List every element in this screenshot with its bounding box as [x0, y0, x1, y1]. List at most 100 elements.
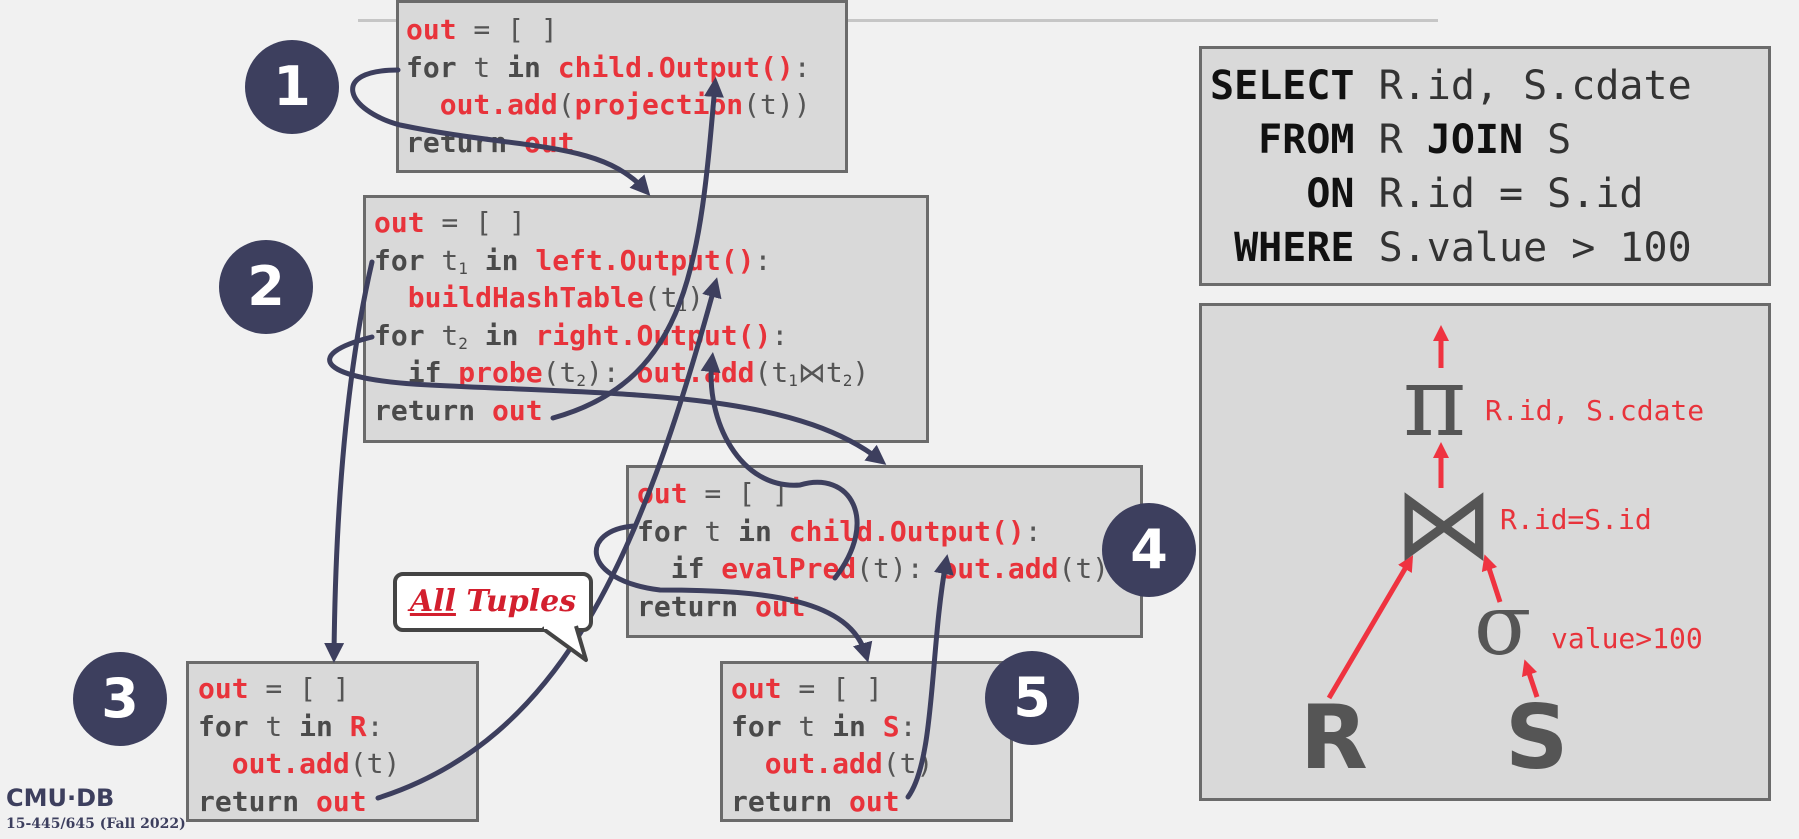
code-token: (t)	[349, 747, 401, 780]
scan-s-operator-box: out = [ ] for t in S: out.add(t) return …	[720, 661, 1013, 822]
sql-keyword-from: FROM	[1210, 117, 1355, 163]
code-token: 2	[458, 333, 468, 353]
join-operator-box: out = [ ] for t1 in left.Output(): build…	[363, 195, 929, 443]
code-token: )	[852, 356, 870, 389]
scan-s-operator-code: out = [ ] for t in S: out.add(t) return …	[731, 670, 933, 820]
code-token: t	[456, 50, 508, 84]
sql-join-condition: R.id = S.id	[1354, 171, 1644, 217]
code-token: in	[484, 318, 519, 352]
code-token: = [ ]	[781, 672, 883, 705]
filter-operator-box: out = [ ] for t in child.Output(): if ev…	[626, 465, 1143, 638]
plan-arrow-s-to-selection	[1521, 659, 1540, 698]
code-token: for	[374, 318, 425, 352]
sql-select-list: R.id, S.cdate	[1354, 63, 1692, 109]
code-token: return	[637, 589, 739, 623]
call-arrow-2-to-4	[327, 334, 887, 465]
code-token: ⋈t	[797, 356, 843, 389]
query-plan-box	[1199, 303, 1771, 801]
code-token: :	[754, 243, 772, 277]
code-token: for	[198, 709, 249, 743]
code-token: probe	[458, 356, 543, 389]
code-token: in	[507, 50, 541, 84]
code-token: child.Output()	[788, 514, 1025, 548]
projection-label: R.id, S.cdate	[1485, 394, 1705, 427]
code-token: child.Output()	[557, 50, 794, 84]
code-token: t	[248, 709, 300, 743]
code-token: left.Output()	[535, 243, 755, 277]
projection-operator-box: out = [ ] for t in child.Output(): out.a…	[396, 0, 848, 173]
code-token: in	[832, 709, 866, 743]
projection-symbol: π	[1403, 346, 1467, 458]
code-token: out	[316, 784, 367, 818]
sql-keyword-join: JOIN	[1426, 117, 1524, 163]
step-number-2: 2	[219, 240, 313, 334]
code-token: right.Output()	[535, 318, 772, 352]
code-token: for	[374, 243, 425, 277]
code-token: R	[349, 709, 367, 743]
code-token: = [ ]	[248, 672, 350, 705]
code-token: out	[492, 393, 543, 427]
selection-symbol: σ	[1474, 576, 1532, 674]
code-token: out	[731, 672, 782, 705]
code-token: buildHashTable	[407, 281, 644, 314]
code-token: for	[637, 514, 688, 548]
all-tuples-callout: All Tuples	[393, 572, 593, 632]
step-number-3: 3	[73, 652, 167, 746]
call-arrow-1-to-2	[350, 67, 651, 196]
code-token: for	[731, 709, 782, 743]
code-token: out.add	[231, 747, 350, 780]
plan-arrow-selection-to-join	[1481, 554, 1503, 603]
code-token: out.add	[764, 747, 883, 780]
cmu-db-logo: CMU·DB	[6, 784, 115, 812]
step-number-4: 4	[1102, 503, 1196, 597]
sql-where-condition: S.value > 100	[1354, 225, 1692, 271]
sql-query-text: SELECT R.id, S.cdate FROM R JOIN S ON R.…	[1210, 59, 1692, 275]
sql-query-box: SELECT R.id, S.cdate FROM R JOIN S ON R.…	[1199, 46, 1771, 286]
code-token: (t	[542, 356, 577, 389]
code-token: :	[1024, 514, 1042, 548]
relation-s: S	[1505, 686, 1569, 789]
return-arrow-5-to-4	[905, 554, 954, 800]
code-token: :	[366, 709, 384, 743]
call-arrow-4-to-5	[593, 523, 873, 663]
scan-r-operator-box: out = [ ] for t in R: out.add(t) return …	[186, 661, 479, 822]
sql-from-right: S	[1523, 117, 1572, 163]
code-token: out.add	[940, 552, 1059, 585]
code-token: :	[793, 50, 811, 84]
code-token: 1	[788, 371, 798, 390]
sql-keyword-where: WHERE	[1210, 225, 1355, 271]
plan-arrow-r-to-join	[1326, 555, 1414, 700]
code-token: 2	[576, 371, 586, 390]
code-token: return	[731, 784, 833, 818]
sql-keyword-select: SELECT	[1210, 63, 1355, 109]
course-label: 15-445/645 (Fall 2022)	[6, 816, 186, 832]
relation-r: R	[1300, 686, 1368, 789]
join-label: R.id=S.id	[1500, 503, 1652, 536]
code-token: out	[849, 784, 900, 818]
code-token: :	[771, 318, 789, 352]
sql-from-left: R	[1354, 117, 1427, 163]
scan-r-operator-code: out = [ ] for t in R: out.add(t) return …	[198, 670, 400, 820]
code-token: out.add	[439, 88, 558, 121]
return-arrow-2-to-1	[550, 77, 724, 421]
code-token: out	[198, 672, 249, 705]
code-token: ):	[585, 356, 637, 389]
code-token: (t	[643, 281, 678, 314]
code-token: t	[781, 709, 833, 743]
code-token: in	[299, 709, 333, 743]
code-token: = [ ]	[424, 206, 526, 239]
code-token: return	[374, 393, 476, 427]
code-token: in	[738, 514, 772, 548]
code-token: t	[687, 514, 739, 548]
code-token: (	[557, 88, 575, 121]
code-token: for	[406, 50, 457, 84]
join-operator-code: out = [ ] for t1 in left.Output(): build…	[374, 204, 869, 429]
title-divider	[358, 19, 1438, 22]
code-token: out	[374, 206, 425, 239]
sql-keyword-on: ON	[1210, 171, 1355, 217]
code-token: :	[899, 709, 917, 743]
callout-tail	[540, 623, 588, 662]
code-token: in	[484, 243, 519, 277]
filter-operator-code: out = [ ] for t in child.Output(): if ev…	[637, 475, 1109, 625]
